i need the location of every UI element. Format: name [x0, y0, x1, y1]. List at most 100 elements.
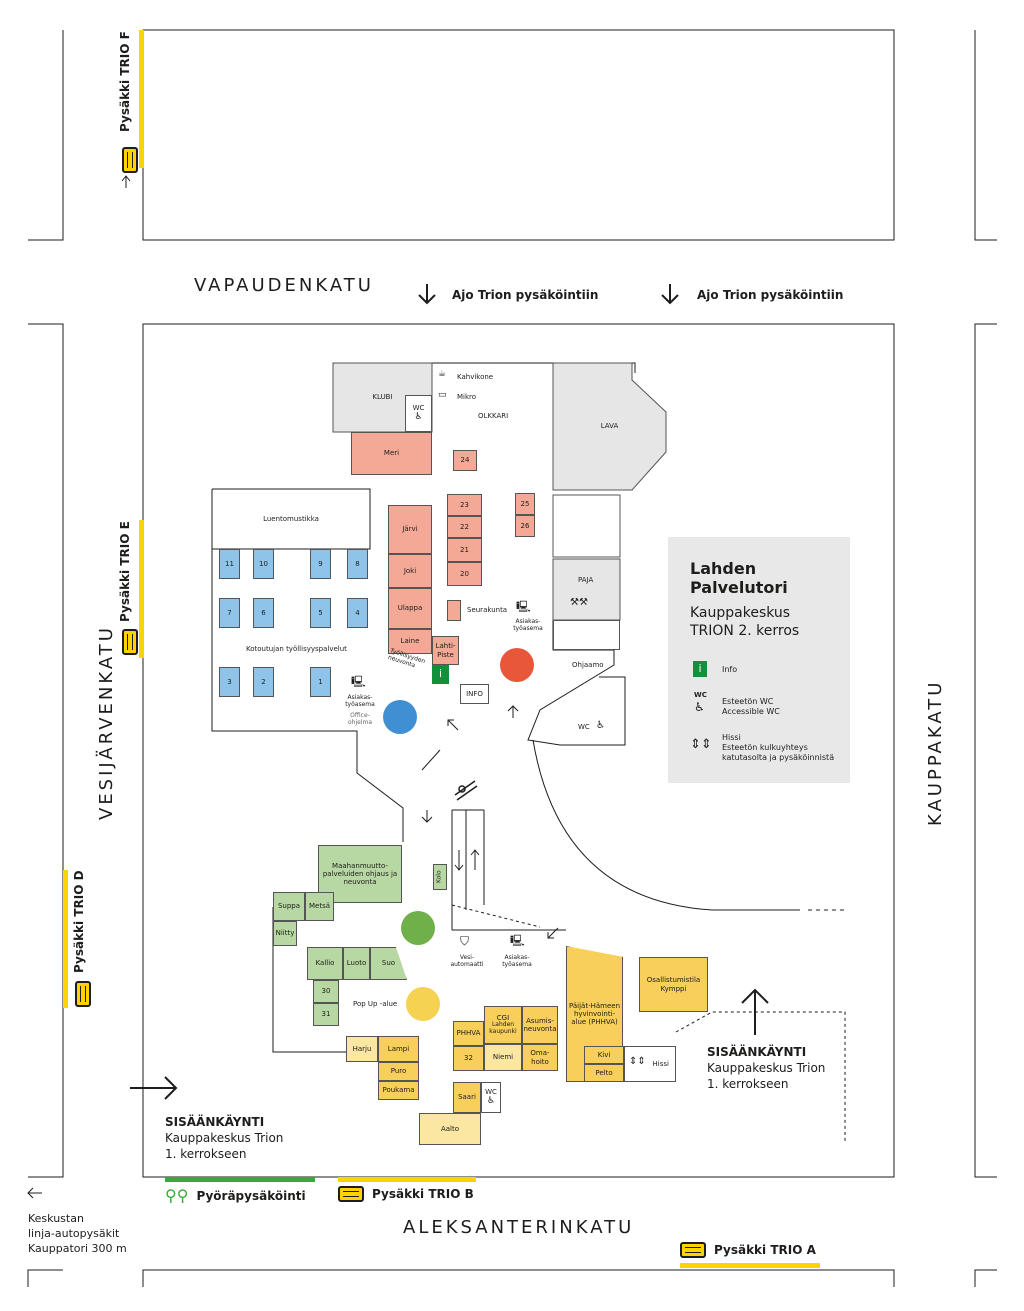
parking-hint-1: Ajo Trion pysäköintiin: [452, 288, 599, 302]
escalator-icon: [454, 780, 478, 801]
bike-parking: ⚲⚲ Pyöräpysäköinti: [165, 1186, 306, 1205]
label-olkkari: OLKKARI: [478, 412, 509, 420]
workstation-icon: 🖳: [516, 600, 531, 613]
room-4: 4: [347, 598, 368, 628]
yellow-dot-icon: [406, 987, 440, 1021]
room-23: 23: [447, 494, 482, 516]
tools-icon: ⚒⚒: [570, 597, 588, 608]
room-20: 20: [447, 562, 482, 586]
room-kolo: Kolo: [433, 864, 447, 890]
room-lahtipiste: Lahti-Piste: [432, 636, 459, 665]
microwave-icon: ▭: [438, 390, 447, 400]
parking-hint-2: Ajo Trion pysäköintiin: [697, 288, 844, 302]
bus-stop-trio-d: Pysäkki TRIO D: [72, 870, 86, 973]
room-omahoito: Oma-hoito: [522, 1044, 558, 1071]
bicycle-icon: ⚲⚲: [165, 1186, 189, 1205]
room-lampi: Lampi: [378, 1036, 419, 1062]
entrance-east: SISÄÄNKÄYNTI Kauppakeskus Trion 1. kerro…: [707, 1045, 826, 1091]
bus-stop-trio-f: Pysäkki TRIO F: [118, 31, 132, 132]
green-dot-icon: [401, 911, 435, 945]
room-6: 6: [253, 598, 274, 628]
room-kallio: Kallio: [307, 947, 343, 980]
label-paja: PAJA: [578, 576, 594, 584]
room-30: 30: [313, 980, 339, 1003]
label-kotoutujan: Kotoutujan työllisyyspalvelut: [246, 645, 347, 653]
room-31: 31: [313, 1003, 339, 1026]
room-7: 7: [219, 598, 240, 628]
room-poukama: Poukama: [378, 1081, 419, 1100]
lift-icon: ⇕⇕: [629, 1056, 646, 1067]
room-suppa: Suppa: [273, 892, 305, 921]
room-niitty: Niitty: [273, 921, 297, 946]
label-asiakastyoasema-1: Asiakas-työasema: [513, 618, 543, 632]
room-box: [553, 620, 620, 650]
room-5: 5: [310, 598, 331, 628]
label-asiakastyoasema-3: Asiakas-työasema: [502, 954, 532, 968]
label-vesiautomaatti: Vesi-automaatti: [450, 954, 484, 968]
bus-icon: [122, 629, 138, 655]
street-north: VAPAUDENKATU: [194, 275, 374, 296]
street-west: VESIJÄRVENKATU: [96, 625, 117, 820]
room-luentomustikka: Luentomustikka: [263, 514, 319, 523]
wheelchair-icon: ♿: [596, 720, 605, 731]
label-ohjaamo: Ohjaamo: [572, 661, 604, 669]
legend-wc: Esteetön WC Accessible WC: [722, 697, 780, 716]
bus-stop-trio-e: Pysäkki TRIO E: [118, 521, 132, 622]
room-luoto: Luoto: [343, 947, 370, 980]
room-wc-bottom: WC♿: [481, 1082, 501, 1113]
room-11: 11: [219, 549, 240, 579]
entrance-west: SISÄÄNKÄYNTI Kauppakeskus Trion 1. kerro…: [165, 1115, 284, 1161]
red-dot-icon: [500, 648, 534, 682]
label-office: Office-ohjelma: [347, 712, 373, 726]
room-8: 8: [347, 549, 368, 579]
wheelchair-icon: ♿: [694, 700, 705, 714]
room-hissi: Hissi: [624, 1046, 676, 1082]
room-pelto: Pelto: [584, 1064, 624, 1082]
label-kahvikone: Kahvikone: [457, 373, 494, 381]
label-asiakastyoasema-2: Asiakas-työasema: [345, 694, 375, 708]
city-center-note: Keskustan linja-autopysäkit Kauppatori 3…: [28, 1212, 127, 1255]
info-icon: i: [432, 665, 449, 684]
room-saari: Saari: [453, 1082, 481, 1113]
legend-title: Lahden Palvelutori: [690, 559, 788, 597]
room-21: 21: [447, 538, 482, 562]
room-niemi: Niemi: [484, 1044, 522, 1071]
bus-icon: [338, 1186, 364, 1202]
bus-icon: [75, 981, 91, 1007]
legend-panel: Lahden Palvelutori Kauppakeskus TRION 2.…: [668, 537, 850, 783]
street-east: KAUPPAKATU: [925, 679, 946, 826]
label-seurakunta: Seurakunta: [467, 606, 508, 614]
arrows: [130, 284, 769, 1100]
room-jarvi: Järvi: [388, 505, 432, 554]
room-asumisneuvonta: Asumis-neuvonta: [522, 1006, 558, 1044]
room-wc-top: WC♿: [405, 395, 432, 432]
room-10: 10: [253, 549, 274, 579]
bus-stop-trio-b: Pysäkki TRIO B: [338, 1186, 474, 1202]
wheelchair-icon: ♿: [486, 1096, 496, 1107]
room-lava: LAVA: [600, 422, 619, 431]
room-kivi: Kivi: [584, 1046, 624, 1064]
room-26: 26: [515, 515, 535, 537]
legend-subtitle: Kauppakeskus TRION 2. kerros: [690, 605, 800, 639]
water-icon: ⛉: [460, 934, 470, 948]
room-puro: Puro: [378, 1062, 419, 1081]
blue-dot-icon: [383, 700, 417, 734]
street-south: ALEKSANTERINKATU: [403, 1217, 635, 1238]
room-ulappa: Ulappa: [388, 588, 432, 629]
room-25: 25: [515, 493, 535, 515]
room-metsa: Metsä: [305, 892, 334, 921]
bus-stop-trio-a: Pysäkki TRIO A: [680, 1242, 816, 1258]
bus-icon: [122, 147, 138, 173]
room-9: 9: [310, 549, 331, 579]
room-3: 3: [219, 667, 240, 697]
room-phhva: PHHVA: [453, 1021, 484, 1046]
room-32: 32: [453, 1046, 484, 1071]
trio-building-outline: [142, 323, 895, 1178]
label-popup: Pop Up -alue: [353, 1000, 398, 1008]
room-info: INFO: [460, 684, 489, 704]
bus-icon: [680, 1242, 706, 1258]
room-22: 22: [447, 516, 482, 538]
room-joki: Joki: [388, 554, 432, 588]
